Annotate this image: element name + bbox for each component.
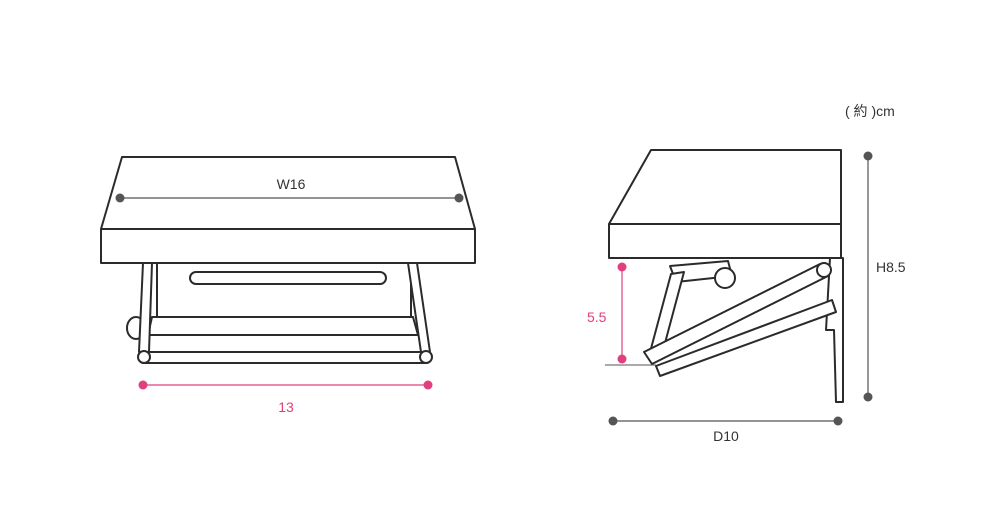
height-label: H8.5 (876, 259, 906, 275)
shelf-front-face (100, 228, 476, 264)
depth-dimension: D10 (608, 416, 843, 444)
side-shelf-front-face (608, 223, 842, 259)
depth-label: D10 (713, 428, 739, 444)
side-view (608, 149, 844, 403)
panel-slot (189, 271, 387, 285)
height-dimension-bottom-dot (863, 392, 873, 402)
holder-width-start-dot (138, 380, 148, 390)
holder-width-end-dot (423, 380, 433, 390)
depth-dimension-end-dot (833, 416, 843, 426)
width-dimension: W16 (115, 176, 464, 203)
holder-height-top-dot (617, 262, 627, 272)
front-view (100, 156, 476, 364)
wall-bracket (825, 257, 844, 403)
holder-width-dimension: 13 (138, 380, 433, 415)
shelf-top-face (100, 156, 476, 230)
lower-diagonal-arm (655, 299, 837, 377)
left-arm (138, 262, 153, 353)
width-dimension-start-dot (115, 193, 125, 203)
lower-panel (147, 316, 419, 336)
pivot-cap (816, 262, 832, 278)
holder-height-label: 5.5 (587, 309, 607, 325)
side-shelf-top-face (608, 149, 842, 225)
roll-bar-left-cap (137, 350, 151, 364)
holder-height-bottom-dot (617, 354, 627, 364)
roll-bar-right-cap (419, 350, 433, 364)
depth-dimension-start-dot (608, 416, 618, 426)
holder-width-label: 13 (278, 399, 294, 415)
width-label: W16 (277, 176, 306, 192)
upper-knob (714, 267, 736, 289)
roll-bar (138, 351, 432, 364)
unit-note: ( 約 )cm (845, 103, 895, 119)
height-dimension-top-dot (863, 151, 873, 161)
holder-height-dimension: 5.5 (587, 262, 656, 366)
width-dimension-end-dot (454, 193, 464, 203)
height-dimension: H8.5 (863, 151, 906, 402)
